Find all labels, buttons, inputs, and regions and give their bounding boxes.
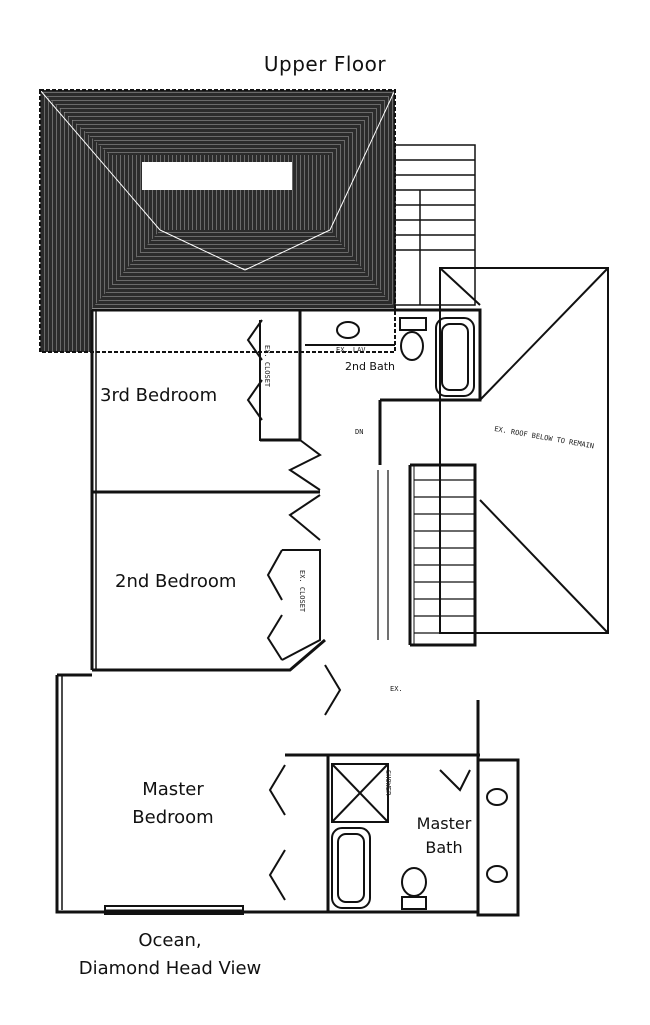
- roof-hatched: [39, 89, 396, 353]
- view-label: Ocean, Diamond Head View: [55, 927, 285, 983]
- master-bath-line2: Bath: [425, 838, 463, 857]
- room-label-3rd-bedroom: 3rd Bedroom: [100, 385, 218, 406]
- room-label-2nd-bath: 2nd Bath: [344, 360, 396, 373]
- main-stairs: [377, 470, 475, 640]
- bottom-window: [104, 905, 244, 915]
- roof-top-note: EX. ROOF OF ADJACENT BLDG. TYP.: [150, 172, 281, 180]
- room-label-2nd-bedroom: 2nd Bedroom: [115, 571, 237, 592]
- ex-label: EX.: [390, 685, 403, 693]
- master-bedroom-line2: Bedroom: [132, 807, 214, 828]
- room-label-master-bath: Master Bath: [404, 812, 484, 860]
- master-bath-line1: Master: [416, 814, 472, 833]
- upper-stairs: [394, 144, 476, 306]
- room-label-master-bedroom: Master Bedroom: [118, 776, 228, 832]
- dn-label: DN: [355, 428, 364, 436]
- lower-roof: [439, 267, 609, 634]
- lav-label: EX. LAV: [336, 346, 366, 354]
- door-swings: [246, 319, 471, 901]
- master-bedroom-line1: Master: [142, 779, 204, 800]
- fixtures: [305, 317, 508, 910]
- view-line1: Ocean,: [138, 930, 202, 951]
- closet-b-label: EX. CLOSET: [298, 570, 306, 613]
- view-line2: Diamond Head View: [78, 958, 262, 979]
- closet-a-label: EX. CLOSET: [263, 345, 271, 388]
- shower-label: SHOWER: [384, 770, 392, 796]
- plan-title: Upper Floor: [263, 52, 387, 76]
